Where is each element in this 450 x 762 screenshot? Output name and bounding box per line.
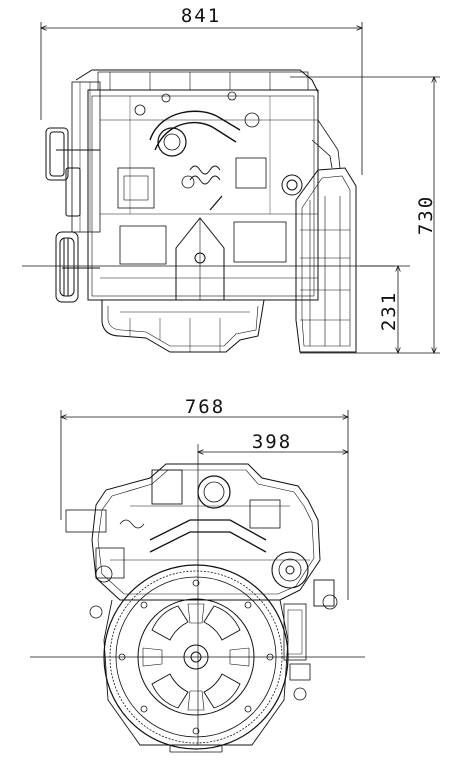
side-length-label: 841 — [181, 5, 221, 27]
side-engine-block — [71, 69, 319, 301]
front-width-label: 768 — [185, 396, 225, 418]
side-pulleys — [45, 127, 100, 303]
side-view: 841 730 231 — [22, 5, 440, 353]
side-height-dimension — [290, 77, 440, 353]
front-half-width-label: 398 — [252, 431, 292, 453]
side-bell-housing — [295, 119, 357, 353]
front-view: 768 398 — [30, 396, 365, 753]
front-width-dimension — [61, 410, 348, 745]
side-length-dimension — [41, 22, 362, 175]
side-oil-pan — [101, 299, 265, 353]
front-upper-engine — [65, 463, 338, 619]
side-crank-height-label: 231 — [378, 291, 400, 331]
front-flywheel — [103, 564, 289, 753]
side-height-label: 730 — [415, 195, 437, 235]
